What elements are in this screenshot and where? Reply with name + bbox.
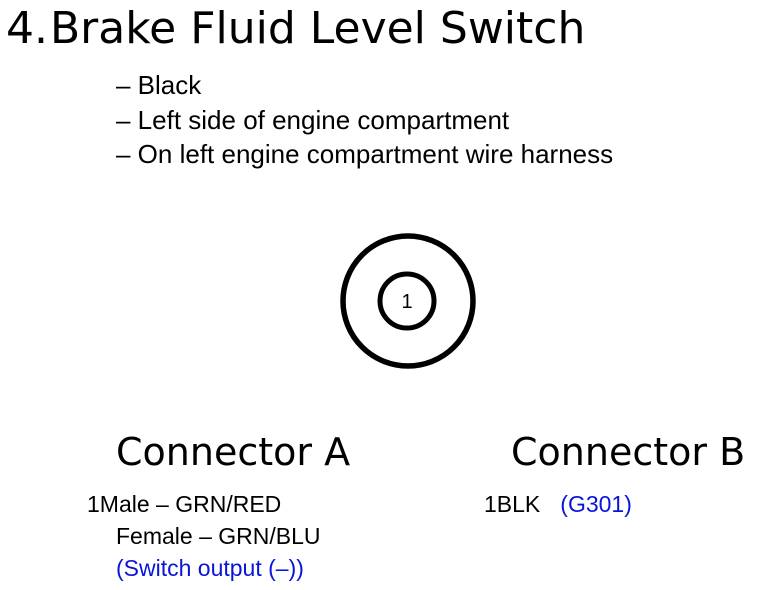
connector-b-heading: Connector B — [511, 430, 746, 474]
connector-diagram: 1 — [340, 233, 476, 369]
connector-outer-ring — [340, 233, 476, 369]
pin-1-circle — [377, 271, 437, 331]
connector-a-note: (Switch output (–)) — [116, 555, 304, 581]
location-bullet: – Left side of engine compartment — [116, 104, 510, 135]
component-info-list: – Black – Left side of engine compartmen… — [116, 68, 613, 172]
harness-bullet: – On left engine compartment wire harnes… — [116, 139, 614, 169]
connector-a-pin-1-row: 1Male – GRN/RED — [87, 488, 321, 520]
connector-a-pin-number: 1 — [87, 491, 100, 517]
connector-a-pin-list: 1Male – GRN/RED Female – GRN/BLU (Switch… — [87, 488, 321, 584]
connector-b-note: (G301) — [560, 491, 632, 517]
color-bullet: – Black — [116, 70, 202, 100]
title-text: Brake Fluid Level Switch — [49, 3, 586, 54]
connector-a-heading: Connector A — [116, 430, 351, 474]
connector-b-pin-number: 1 — [484, 491, 497, 517]
pin-1-label: 1 — [401, 291, 412, 313]
title-number: 4. — [6, 3, 48, 54]
connector-a-female-wire: Female – GRN/BLU — [116, 523, 321, 549]
connector-b-pin-1-row: 1BLK (G301) — [484, 488, 632, 520]
connector-b-pin-list: 1BLK (G301) — [484, 488, 632, 520]
page-title: 4.Brake Fluid Level Switch — [6, 2, 585, 56]
connector-a-male-wire: Male – GRN/RED — [99, 491, 282, 517]
connector-b-wire: BLK — [496, 491, 541, 517]
